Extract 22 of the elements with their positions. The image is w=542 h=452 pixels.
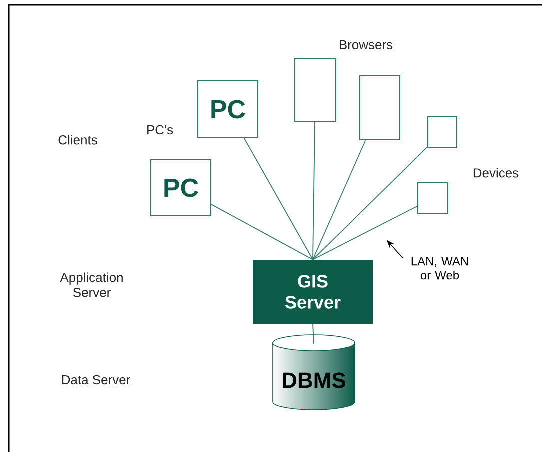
device-box: [428, 116, 458, 148]
network-note: LAN, WAN or Web: [412, 257, 468, 280]
connector-line: [312, 146, 428, 260]
text-label: Browsers: [340, 40, 393, 50]
connector-line: [312, 206, 418, 260]
connector-line: [211, 204, 314, 260]
text-label: Clients: [58, 135, 98, 145]
connector-line: [312, 324, 314, 344]
text-label: Application Server: [60, 272, 123, 298]
connector-line: [312, 140, 366, 260]
text-label: PC's: [148, 125, 174, 135]
device-box: [418, 182, 448, 214]
device-box: [360, 76, 400, 140]
pc-box: PC: [198, 80, 258, 138]
server-box: GIS Server: [253, 260, 373, 324]
pc-box: PC: [150, 160, 212, 216]
text-label: Devices: [474, 168, 519, 178]
text-label: Data Server: [62, 375, 130, 385]
connector-line: [244, 138, 314, 260]
device-box: [294, 58, 336, 122]
connector-line: [312, 122, 316, 260]
database-cylinder: DBMS: [272, 334, 356, 410]
